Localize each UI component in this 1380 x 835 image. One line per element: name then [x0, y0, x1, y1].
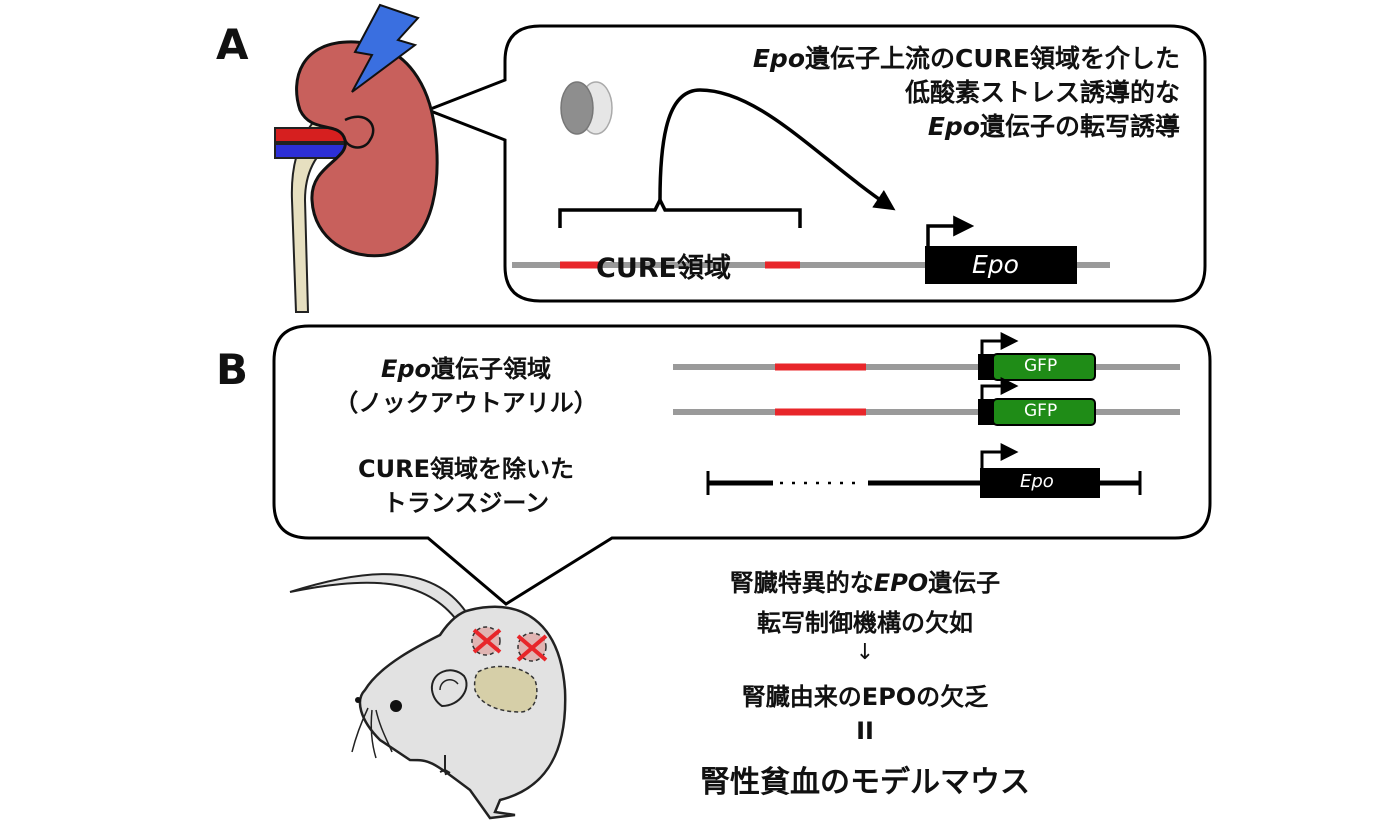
conclusion-line1-italic: EPO [873, 569, 929, 597]
title-line3-rest: 遺伝子の転写誘導 [979, 112, 1180, 141]
panel-b-letter: B [216, 345, 249, 394]
gfp-label-2: GFP [1024, 401, 1058, 421]
epo-gene-label: Epo [972, 250, 1019, 279]
transgene-epo-box [980, 468, 1100, 498]
cross-mark-left-icon [472, 628, 502, 654]
conclusion-line2: 転写制御機構の欠如 [757, 609, 973, 637]
panel-a-title-line3: Epo遺伝子の転写誘導 [753, 110, 1180, 144]
knockout-line1-rest: 遺伝子領域 [431, 355, 552, 383]
epo-gene-box-a [925, 246, 1077, 284]
mouse-whiskers [351, 707, 393, 759]
conclusion-line1: 腎臓特異的なEPO遺伝子 [655, 563, 1075, 598]
gfp-box-2 [992, 398, 1096, 426]
lightning-icon [351, 3, 420, 93]
cure-region-label: CURE領域 [596, 253, 731, 284]
transgene-epo-label: Epo [1020, 471, 1054, 492]
panel-a-speech-bubble [423, 24, 1207, 303]
conclusion-line1-post: 遺伝子 [928, 569, 1001, 597]
mouse-ear-inner [439, 679, 459, 691]
kidney [295, 40, 439, 258]
panel-b-speech-bubble [272, 324, 1212, 606]
panel-a-letter: A [216, 20, 249, 69]
conclusion-line1-pre: 腎臓特異的な [729, 569, 874, 597]
panel-a-title-line2: 低酸素ストレス誘導的な [904, 78, 1180, 107]
title-line3-italic: Epo [927, 112, 980, 141]
title-line1-rest: 遺伝子上流のCURE領域を介した [805, 44, 1180, 73]
panel-a-title-line1: Epo遺伝子上流のCURE領域を介した [753, 42, 1180, 76]
tss-arrow-b3 [980, 443, 1019, 468]
kidney-pelvis [343, 115, 375, 149]
gfp-label-1: GFP [1024, 356, 1058, 376]
factor-dark-oval [560, 81, 594, 135]
adrenal-patch [473, 665, 538, 713]
conclusion-arrow: ↓ [855, 640, 875, 665]
mouse-ear [430, 669, 468, 708]
mouse-nose [355, 697, 361, 703]
knockout-allele-label: Epo遺伝子領域 （ノックアウトアリル） [306, 352, 626, 420]
transgene-line1: CURE領域を除いた [358, 455, 574, 483]
panel-a-title: Epo遺伝子上流のCURE領域を介した 低酸素ストレス誘導的な Epo遺伝子の転… [753, 42, 1180, 144]
conclusion-line4: 腎性貧血のモデルマウス [700, 765, 1030, 800]
transgene-line2: トランスジーン [382, 489, 550, 517]
mouse-tail [289, 573, 468, 620]
tss-arrow-a [926, 215, 975, 246]
gfp-box-1 [992, 353, 1096, 381]
conclusion-line3: 腎臓由来のEPOの欠乏 [741, 683, 989, 711]
knockout-line1: Epo遺伝子領域 [306, 352, 626, 386]
cross-mark-right-icon [516, 634, 548, 662]
mouse-body [358, 605, 567, 820]
activation-arrow [658, 88, 896, 211]
tss-arrow-b2 [980, 377, 1019, 399]
tss-arrow-b1 [980, 332, 1019, 354]
transgene-label: CURE領域を除いた トランスジーン [306, 452, 626, 520]
conclusion-equals: II [856, 717, 874, 745]
title-line1-italic: Epo [752, 44, 806, 73]
knockout-line1-italic: Epo [380, 355, 432, 383]
mouse-eye [390, 700, 402, 712]
knockout-line2: （ノックアウトアリル） [334, 389, 598, 417]
mouse-front-paw [439, 755, 451, 776]
